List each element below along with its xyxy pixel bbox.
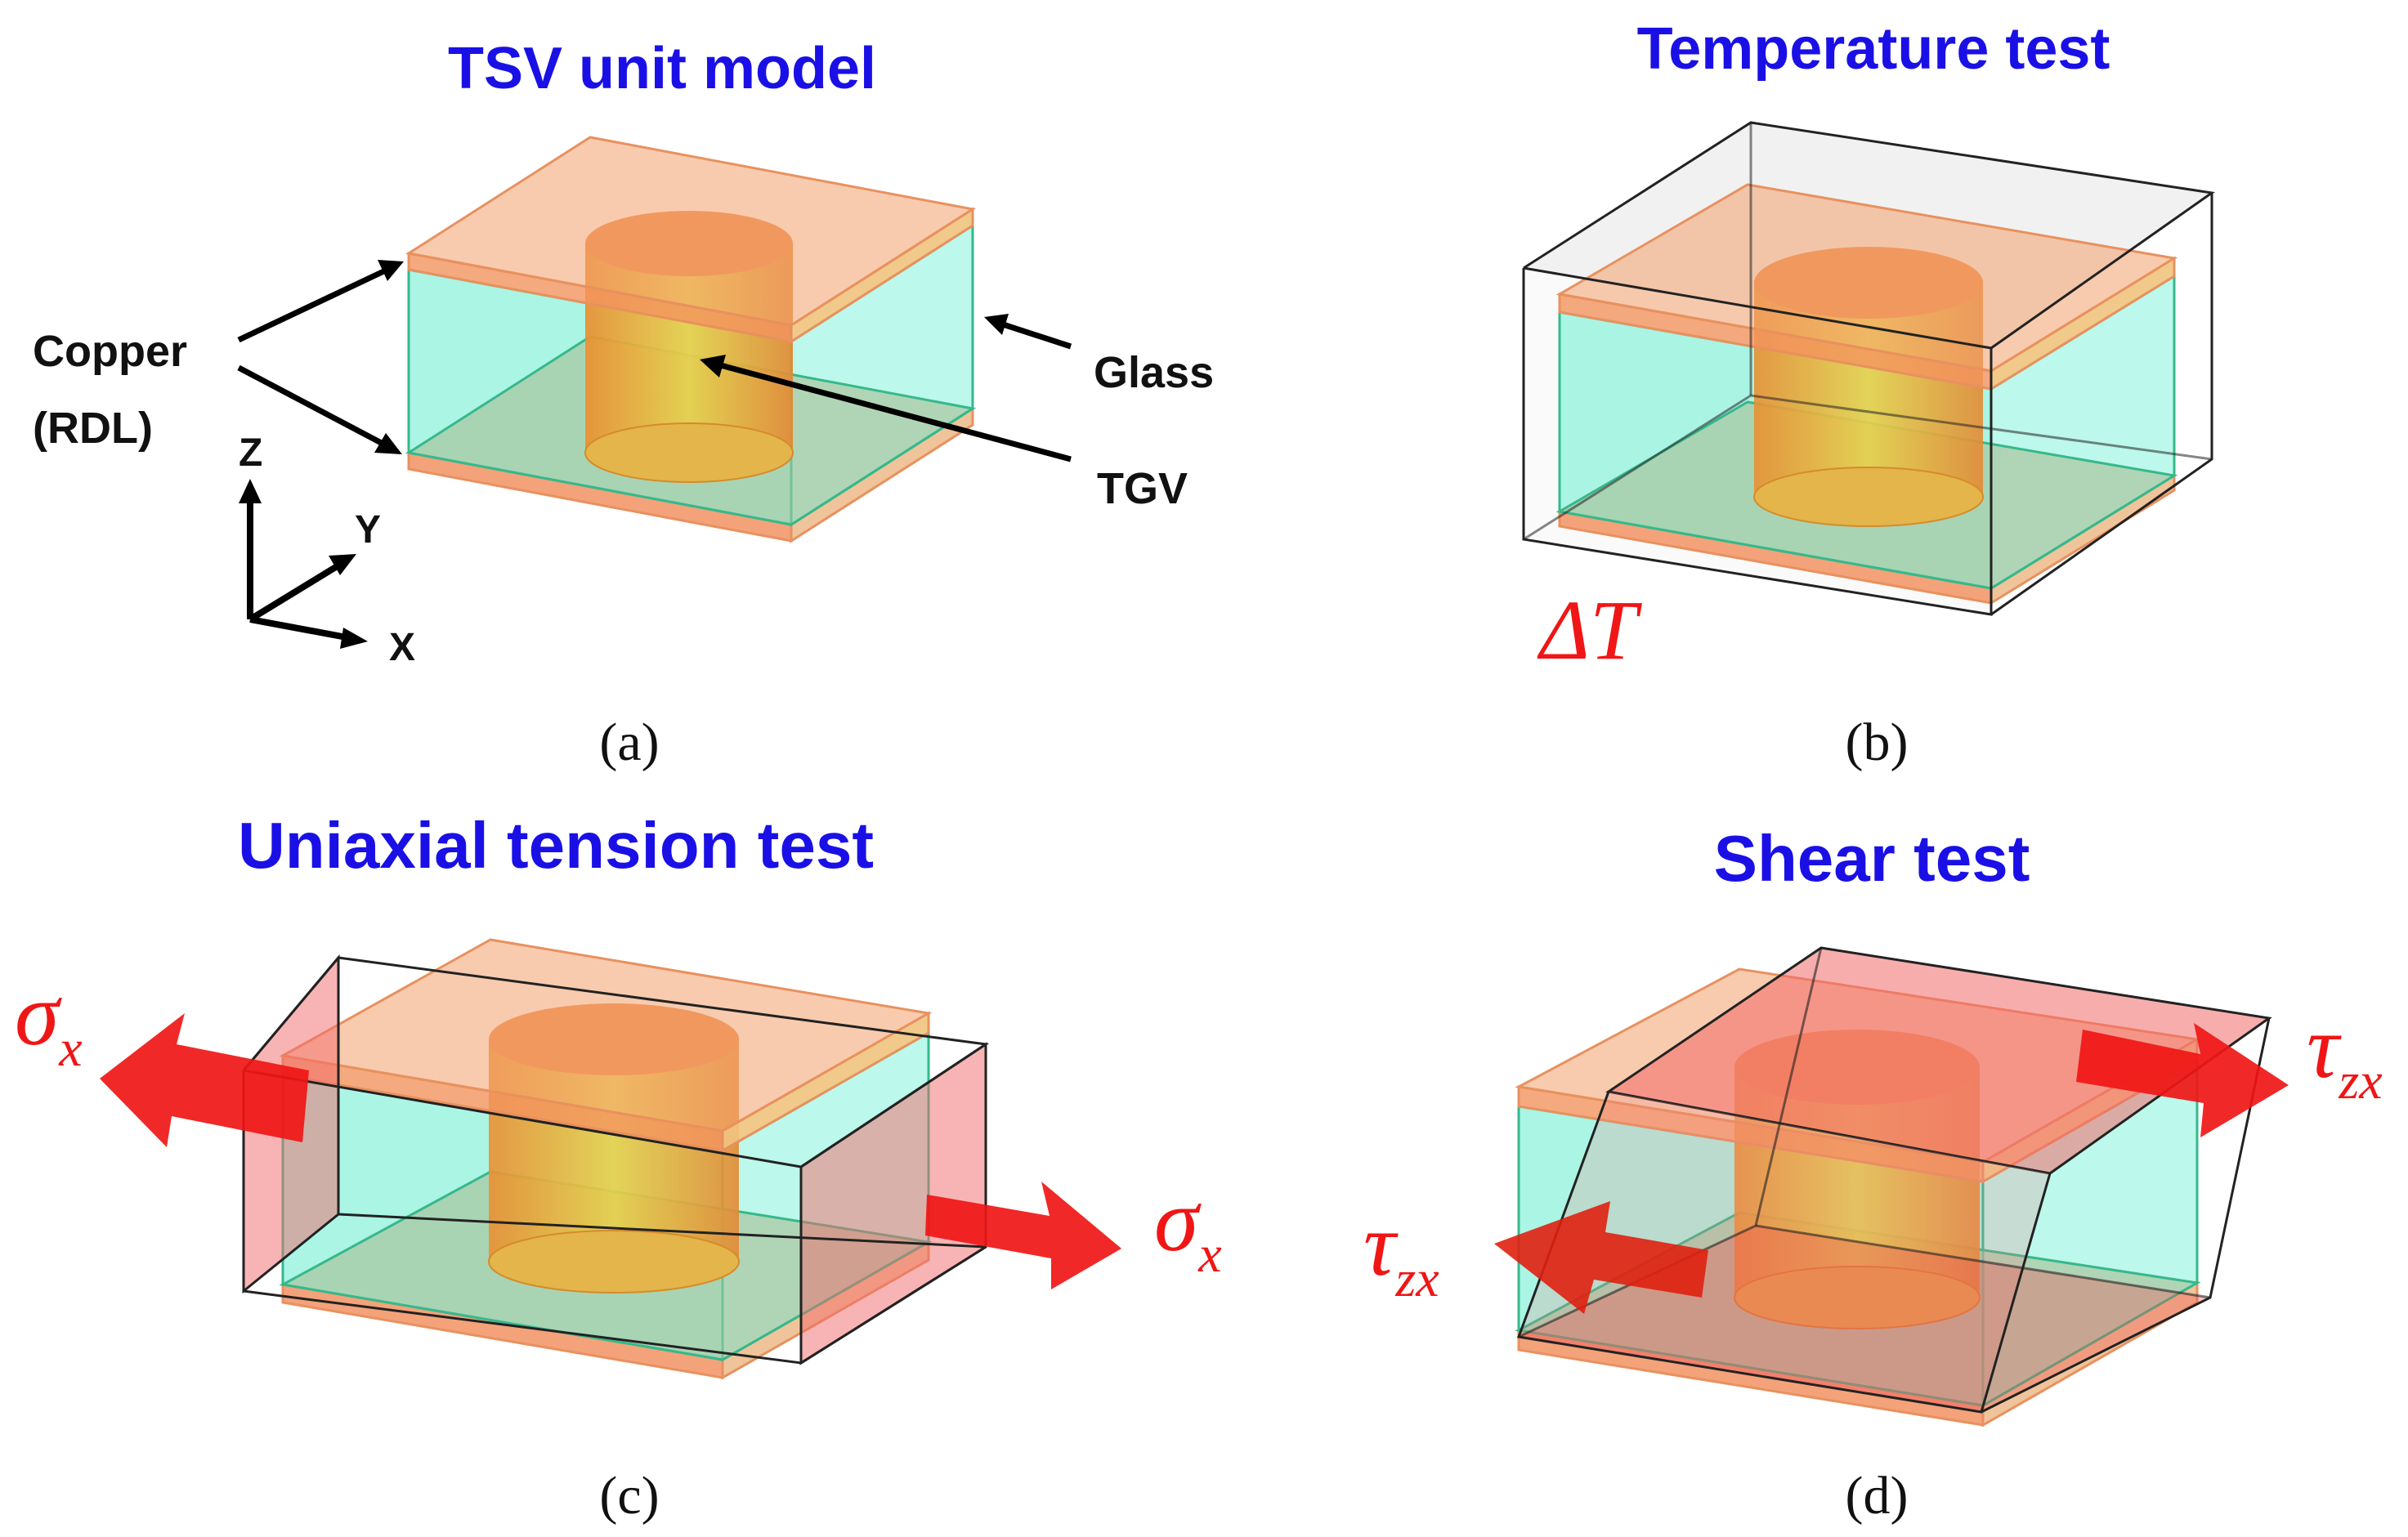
annotation-arrows [237, 260, 1072, 462]
shear-arrow-bottom [1494, 1201, 1708, 1314]
panel-a-caption: (a) [599, 713, 659, 772]
top-copper-layer [405, 136, 976, 344]
sigma-x-right: σx [1154, 1170, 1222, 1283]
sigma-x-left: σx [15, 964, 83, 1077]
rdl-label: (RDL) [33, 404, 153, 453]
delta-t-load: ΔT [1537, 583, 1642, 677]
panel-d-title: Shear test [1714, 822, 2030, 895]
tension-arrow-right [925, 1182, 1121, 1289]
tsv-unit-model-b [1555, 183, 2178, 605]
panel-b: Temperature test ΔT (b) [1522, 16, 2215, 772]
axis-y-label: Y [355, 508, 381, 552]
panel-b-title: Temperature test [1637, 16, 2110, 82]
tsv-unit-model [405, 136, 976, 543]
panel-b-caption: (b) [1846, 713, 1909, 772]
shear-arrow-top [2076, 1023, 2289, 1137]
copper-label: Copper [33, 327, 187, 376]
panel-c-caption: (c) [599, 1466, 659, 1526]
panel-a-title: TSV unit model [448, 36, 876, 101]
tau-zx-bottom: τzx [1363, 1195, 1439, 1307]
tgv-label: TGV [1097, 464, 1188, 513]
panel-c: Uniaxial tension test [15, 809, 1222, 1526]
glass-label: Glass [1094, 348, 1214, 397]
thermal-boundary-edges [1522, 121, 2215, 616]
panel-d-caption: (d) [1846, 1466, 1909, 1526]
axis-z-label: Z [239, 431, 262, 475]
axis-x-label: X [389, 626, 415, 669]
axis-triad: Z Y X [239, 431, 415, 669]
tau-zx-top: τzx [2307, 997, 2383, 1110]
panel-c-title: Uniaxial tension test [238, 809, 874, 882]
panel-a: TSV unit model [33, 36, 1214, 772]
tension-arrow-left [100, 1013, 309, 1147]
panel-d: Shear test [1363, 822, 2383, 1526]
